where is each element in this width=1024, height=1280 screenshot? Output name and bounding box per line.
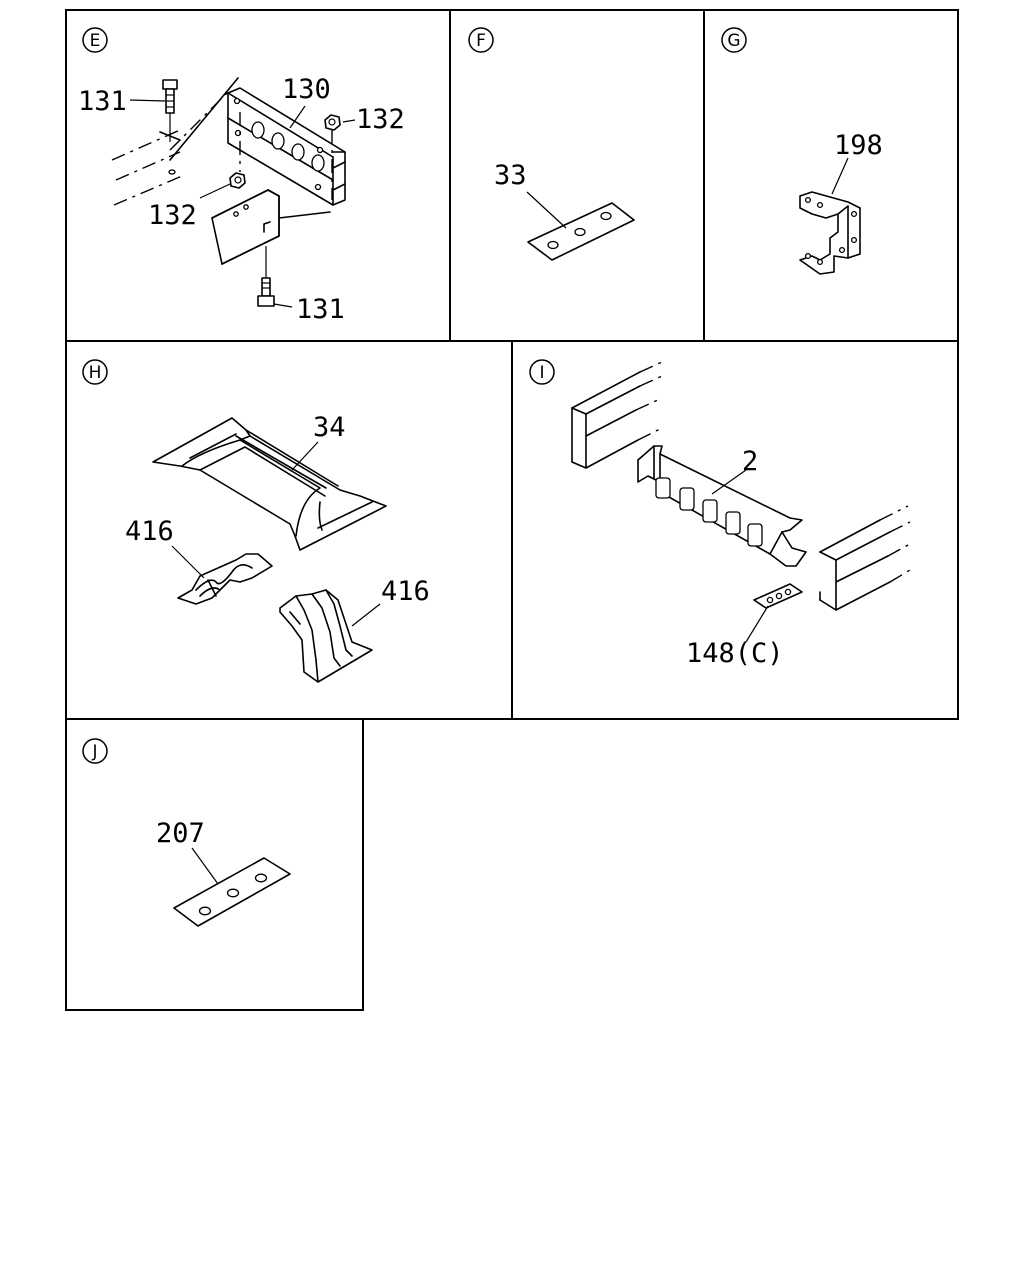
panel-f-drawing: 33: [494, 160, 635, 261]
panel-e-drawing: 131 130 132 132 131: [78, 74, 405, 325]
section-marker-i: I: [529, 359, 555, 385]
label-131-top: 131: [78, 86, 127, 117]
svg-text:F: F: [476, 31, 486, 51]
panel-f-frame: [449, 9, 705, 342]
label-198: 198: [834, 130, 883, 161]
panel-e-frame: [65, 9, 451, 342]
label-416-left: 416: [125, 516, 174, 547]
panel-i-drawing: 2 148(C): [571, 361, 911, 669]
bolt-131-top: [162, 79, 178, 142]
label-416-right: 416: [381, 576, 430, 607]
bracket-130: [227, 87, 346, 206]
label-33: 33: [494, 160, 527, 191]
plate-148c: [753, 583, 803, 609]
label-34: 34: [313, 412, 346, 443]
panel-g-frame: [703, 9, 959, 342]
nut-132-right: [324, 114, 341, 131]
bolt-131-bottom: [257, 246, 275, 307]
crossmember-2: [637, 445, 807, 567]
panel-g-drawing: 198: [799, 130, 883, 275]
panel-i-frame: [511, 340, 959, 720]
label-207: 207: [156, 818, 205, 849]
label-148c: 148(C): [686, 638, 784, 669]
panel-j-frame: [65, 718, 364, 1011]
plate-207: [173, 857, 291, 927]
panel-h-drawing: 34 416 416: [125, 412, 430, 683]
bracket-198: [799, 191, 861, 275]
svg-text:E: E: [90, 31, 101, 51]
panel-j-drawing: 207: [156, 818, 291, 927]
label-132-left: 132: [148, 200, 197, 231]
label-132-right: 132: [356, 104, 405, 135]
svg-text:I: I: [539, 363, 544, 383]
svg-text:H: H: [89, 363, 102, 383]
section-marker-e: E: [82, 27, 108, 53]
svg-text:G: G: [727, 31, 740, 51]
strap-416-right: [279, 589, 373, 683]
label-131-bottom: 131: [296, 294, 345, 325]
plate-33: [527, 202, 635, 261]
section-marker-h: H: [82, 359, 108, 385]
label-2: 2: [742, 446, 758, 477]
section-marker-j: J: [82, 738, 108, 764]
svg-text:J: J: [91, 742, 97, 762]
strap-416-left: [177, 553, 273, 605]
section-marker-g: G: [721, 27, 747, 53]
nut-132-left: [229, 172, 246, 189]
crossmember-34: [152, 417, 387, 551]
label-130: 130: [282, 74, 331, 105]
section-marker-f: F: [468, 27, 494, 53]
